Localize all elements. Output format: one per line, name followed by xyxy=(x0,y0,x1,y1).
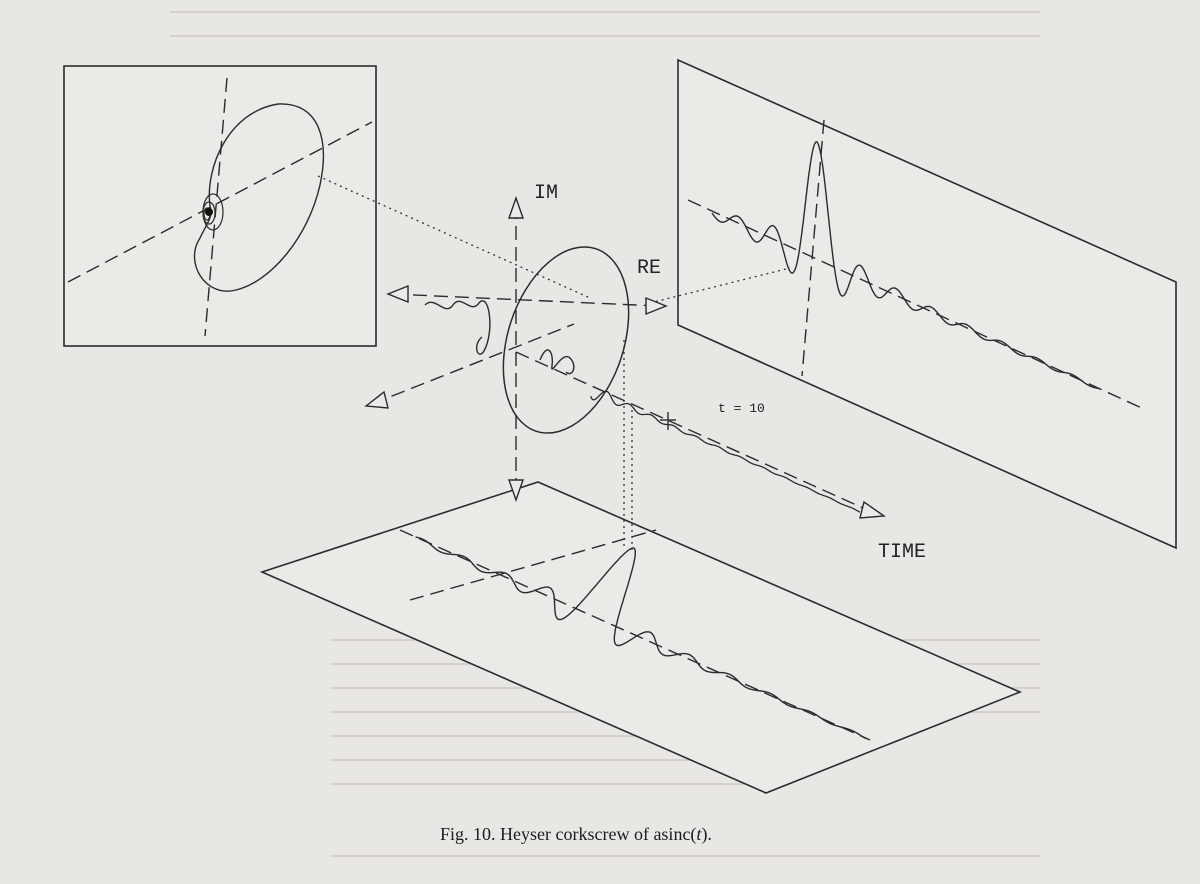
re-axis-label: RE xyxy=(637,257,661,280)
im-arrow-down xyxy=(508,479,524,503)
corkscrew-inner-coils xyxy=(539,349,575,375)
caption-prefix: Fig. 10. Heyser corkscrew of asinc( xyxy=(440,824,696,845)
imag-part-waveform xyxy=(415,536,867,740)
corkscrew-curve xyxy=(424,246,861,513)
imag-plane-im-axis xyxy=(409,529,657,601)
re-axis-3d xyxy=(391,293,659,307)
imag-plane-time-axis xyxy=(399,529,871,741)
nyquist-plane xyxy=(63,65,377,347)
imag-time-plane xyxy=(259,481,1023,794)
im-axis-label: IM xyxy=(534,182,558,205)
real-time-plane xyxy=(677,58,1177,550)
real-plane-vertical-axis xyxy=(801,119,825,377)
im-arrow-up xyxy=(508,195,524,219)
time-arrow xyxy=(859,500,886,519)
nyquist-re-axis xyxy=(67,121,373,283)
time-axis-label: TIME xyxy=(878,541,926,564)
caption-suffix: ). xyxy=(701,824,712,845)
re-arrow-left xyxy=(386,284,409,304)
nyquist-im-axis xyxy=(204,77,228,337)
nyquist-cardioid xyxy=(193,103,324,292)
re-arrow-right xyxy=(645,296,668,316)
figure-caption: Fig. 10. Heyser corkscrew of asinc(t). xyxy=(440,824,712,845)
corkscrew-left-coils xyxy=(424,300,491,355)
time-marker-label: t = 10 xyxy=(718,401,765,416)
time-axis-3d xyxy=(515,351,873,513)
depth-axis-3d xyxy=(371,323,575,405)
axes-3d xyxy=(364,195,886,519)
depth-arrow xyxy=(364,390,389,409)
real-part-waveform xyxy=(711,141,1101,390)
projection-lines xyxy=(317,175,791,550)
corkscrew-main-loop xyxy=(502,246,630,434)
corkscrew-tail xyxy=(590,390,861,513)
caption-variable: t xyxy=(696,824,702,844)
